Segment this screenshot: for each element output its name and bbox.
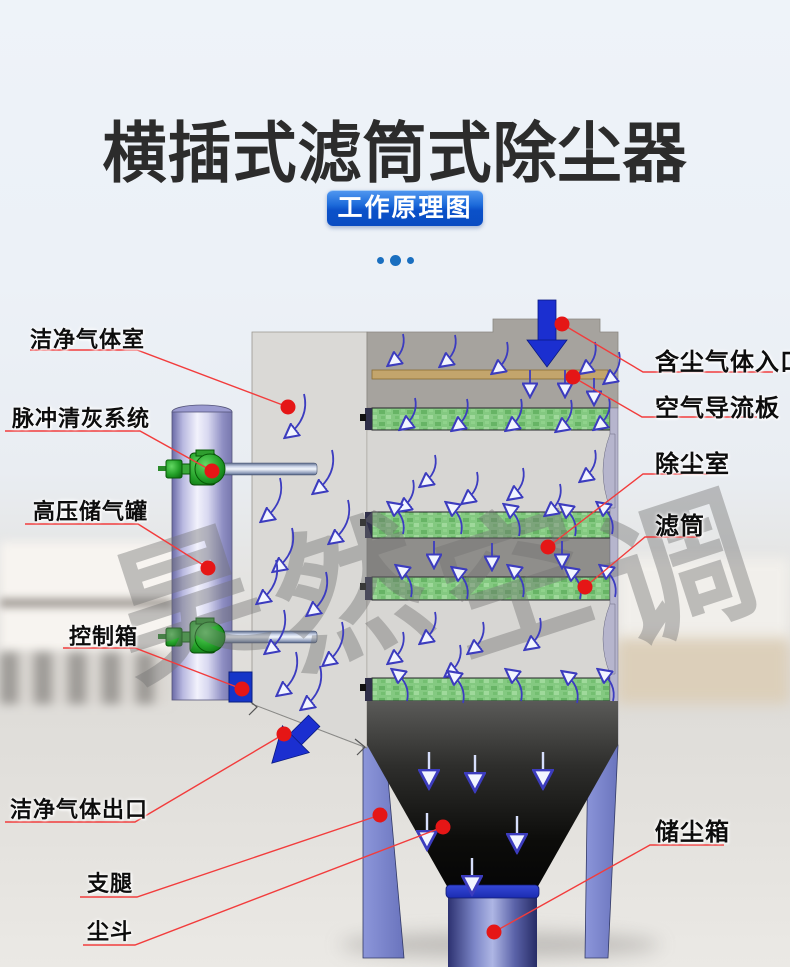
cartridge-bolts	[360, 414, 366, 691]
dust-collector-body	[157, 299, 619, 967]
right-end-wall	[602, 407, 619, 746]
blow-pipe-upper	[211, 462, 318, 476]
dust-hopper-cone	[367, 701, 618, 888]
label-clean-gas-outlet: 洁净气体出口	[10, 797, 149, 822]
label-filter-cartridge: 滤筒	[655, 513, 705, 540]
inlet-plenum	[366, 318, 619, 409]
label-high-pressure-tank: 高压储气罐	[33, 499, 149, 524]
leader-lines	[5, 323, 773, 946]
leader-dots	[200, 316, 593, 940]
principle-badge-button[interactable]: 工作原理图	[327, 190, 483, 226]
label-dust-hopper: 尘斗	[87, 919, 134, 944]
label-control-box: 控制箱	[69, 624, 139, 649]
page-title: 横插式滤筒式除尘器	[102, 116, 688, 190]
label-air-deflector: 空气导流板	[655, 395, 780, 422]
background-hedge	[616, 638, 790, 704]
air-deflector-plate	[371, 369, 609, 380]
background-roofline	[0, 598, 172, 608]
background-wall	[618, 558, 790, 646]
inlet-arrow	[526, 299, 568, 368]
dust-chamber-upper	[366, 429, 611, 513]
background-building	[0, 542, 178, 652]
background-windows	[0, 652, 168, 704]
label-clean-gas-chamber: 洁净气体室	[30, 327, 146, 352]
dust-storage-cap	[445, 884, 540, 899]
dust-chamber-lower	[366, 599, 611, 679]
label-support-leg: 支腿	[87, 871, 134, 896]
decorative-dots	[0, 252, 790, 267]
label-dusty-gas-inlet: 含尘气体入口	[655, 349, 790, 376]
label-dust-chamber: 除尘室	[655, 451, 730, 478]
cartridge-end-caps-left	[365, 408, 372, 701]
label-pulse-cleaning-system: 脉冲清灰系统	[12, 406, 151, 431]
filter-cartridge-rows	[371, 407, 611, 702]
label-dust-storage-box: 储尘箱	[655, 819, 730, 846]
